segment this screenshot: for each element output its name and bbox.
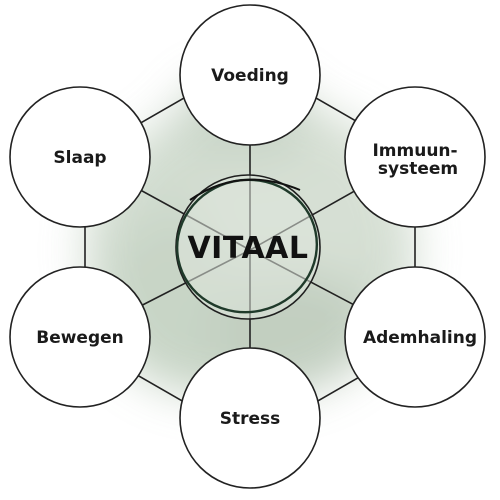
center-brush-stroke xyxy=(189,178,301,201)
node-label: Voeding xyxy=(211,66,289,86)
node-label: Stress xyxy=(220,409,281,429)
center-label: VITAAL xyxy=(187,231,308,266)
center-node: VITAAL xyxy=(175,174,321,320)
node-label-line: Immuun- xyxy=(372,141,457,161)
node-voeding: Voeding xyxy=(179,4,321,146)
node-slaap: Slaap xyxy=(9,86,151,228)
node-label-line: systeem xyxy=(378,159,458,179)
node-label: Ademhaling xyxy=(363,328,477,348)
node-circle xyxy=(9,266,151,408)
node-immuunsysteem: Immuun- systeem xyxy=(344,86,486,228)
node-label: Bewegen xyxy=(36,328,124,348)
node-ademhaling: Ademhaling xyxy=(344,266,486,408)
node-circle xyxy=(344,266,486,408)
node-label: Immuun- systeem xyxy=(372,141,463,179)
node-label-line: Voeding xyxy=(211,66,289,86)
node-bewegen: Bewegen xyxy=(9,266,151,408)
node-label-line: Bewegen xyxy=(36,328,124,348)
node-label-line: Stress xyxy=(220,409,281,429)
node-label-line: Ademhaling xyxy=(363,328,477,348)
node-label: Slaap xyxy=(53,148,106,168)
node-circle xyxy=(179,347,321,489)
node-label-line: Slaap xyxy=(53,148,106,168)
node-circle xyxy=(9,86,151,228)
node-circle xyxy=(179,4,321,146)
node-circle xyxy=(344,86,486,228)
node-stress: Stress xyxy=(179,347,321,489)
